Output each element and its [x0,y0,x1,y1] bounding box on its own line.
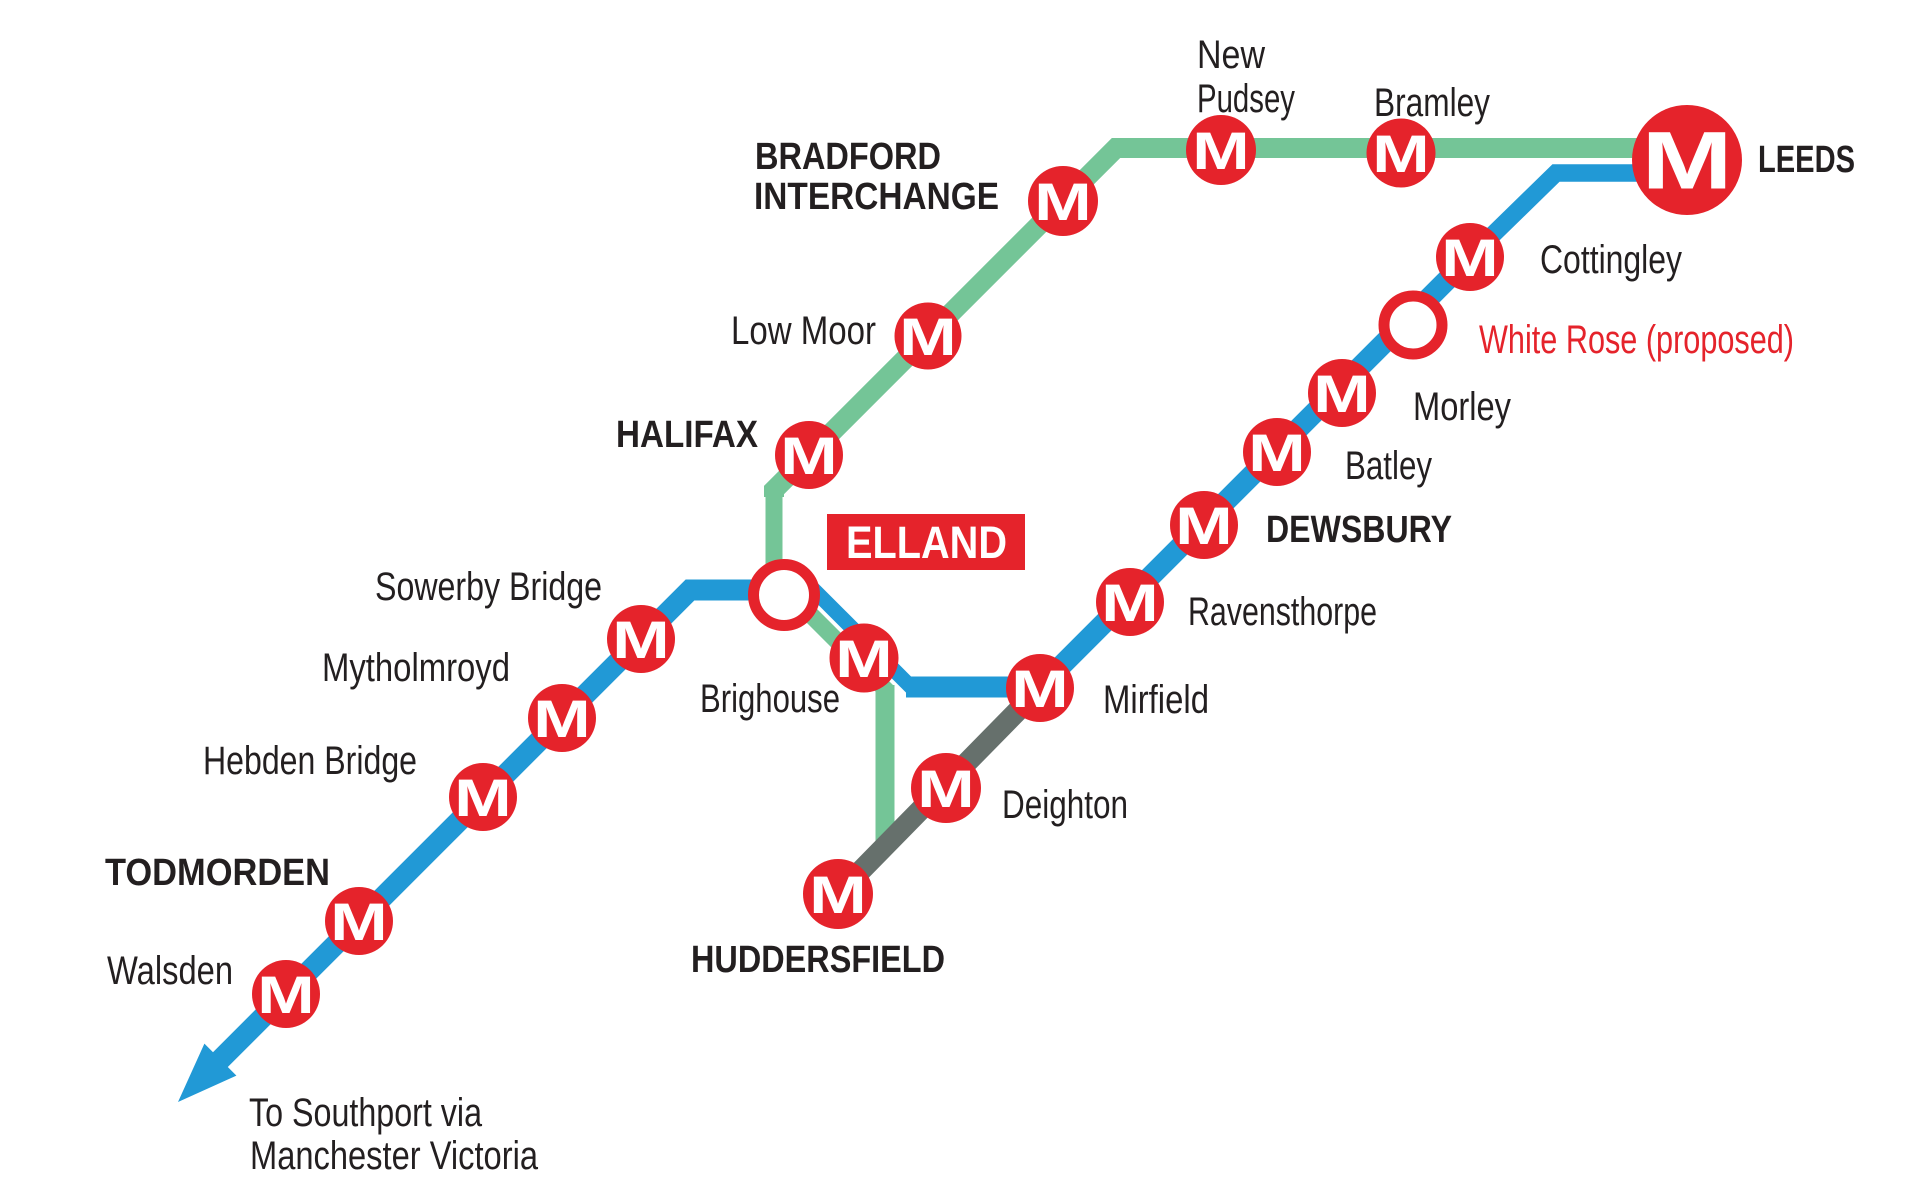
svg-text:Sowerby Bridge: Sowerby Bridge [375,565,602,609]
svg-text:M: M [1192,122,1249,181]
svg-text:LEEDS: LEEDS [1758,139,1855,181]
svg-text:Cottingley: Cottingley [1540,238,1682,282]
svg-text:M: M [835,630,892,689]
svg-text:M: M [612,611,669,670]
svg-text:M: M [1101,574,1158,633]
svg-text:White Rose (proposed): White Rose (proposed) [1479,318,1794,362]
svg-text:M: M [330,893,387,952]
svg-text:M: M [1011,660,1068,719]
svg-text:Mytholmroyd: Mytholmroyd [322,646,510,690]
svg-text:Low Moor: Low Moor [731,309,876,353]
svg-text:Deighton: Deighton [1002,783,1128,827]
svg-text:DEWSBURY: DEWSBURY [1266,509,1452,551]
svg-text:Pudsey: Pudsey [1197,77,1295,121]
svg-text:M: M [1441,229,1498,288]
svg-text:BRADFORD: BRADFORD [755,136,941,178]
svg-text:M: M [257,966,314,1025]
svg-text:HALIFAX: HALIFAX [616,414,759,456]
svg-text:M: M [1313,365,1370,424]
svg-text:M: M [533,690,590,749]
svg-text:M: M [1175,497,1232,556]
svg-text:M: M [1642,115,1733,206]
svg-text:To Southport via: To Southport via [249,1091,483,1135]
svg-text:M: M [1034,173,1091,232]
svg-text:M: M [1372,125,1429,184]
svg-text:Bramley: Bramley [1374,81,1490,125]
svg-text:M: M [780,427,837,486]
svg-text:Hebden Bridge: Hebden Bridge [203,739,417,783]
svg-text:ELLAND: ELLAND [846,517,1007,568]
svg-text:M: M [917,760,974,819]
svg-text:Manchester Victoria: Manchester Victoria [250,1134,539,1178]
svg-text:New: New [1197,33,1265,77]
svg-text:INTERCHANGE: INTERCHANGE [754,176,999,218]
svg-text:Walsden: Walsden [107,949,233,993]
svg-text:M: M [454,769,511,828]
svg-text:M: M [1248,424,1305,483]
svg-text:TODMORDEN: TODMORDEN [105,852,330,894]
svg-text:HUDDERSFIELD: HUDDERSFIELD [691,939,945,981]
svg-text:M: M [809,866,866,925]
svg-text:Mirfield: Mirfield [1103,678,1209,722]
svg-text:Ravensthorpe: Ravensthorpe [1188,590,1377,634]
svg-text:Morley: Morley [1413,385,1511,429]
svg-text:M: M [899,308,956,367]
svg-text:Batley: Batley [1345,444,1432,488]
svg-text:Brighouse: Brighouse [700,677,840,721]
